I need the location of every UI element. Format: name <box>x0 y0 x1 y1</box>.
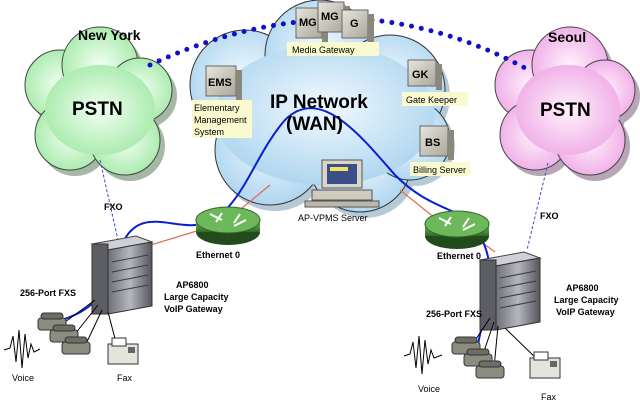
voice-wave-left <box>3 329 41 369</box>
gw-left-line2: Large Capacity <box>164 292 229 302</box>
fxo-link-right <box>526 162 549 251</box>
gk-label-bg <box>402 92 468 106</box>
gw-left-line3: VoIP Gateway <box>164 304 223 314</box>
dotted-link-right <box>369 17 528 71</box>
dotted-link-left <box>147 19 301 68</box>
pstn-right-label: PSTN <box>540 100 591 121</box>
voice-left-label: Voice <box>12 373 34 383</box>
pstn-cloud-left <box>24 26 177 181</box>
gateway-rack-right <box>478 251 542 331</box>
pstn-left-label: PSTN <box>72 99 123 120</box>
gw-right-line3: VoIP Gateway <box>556 307 615 317</box>
phones-left <box>37 312 91 355</box>
ems-label-bg <box>192 100 252 138</box>
gk-label: Gate Keeper <box>406 95 457 105</box>
fxs-right-label: 256-Port FXS <box>426 309 482 319</box>
ems-label-3: System <box>194 127 224 137</box>
vpms-label: AP-VPMS Server <box>298 213 368 223</box>
city-left: New York <box>78 27 141 43</box>
fxo-link-left <box>99 159 119 241</box>
fax-icon-right <box>529 351 561 379</box>
eth-right-label: Ethernet 0 <box>437 251 481 261</box>
endpoint-wires-left <box>64 299 119 351</box>
vpms-server-icon <box>304 159 380 208</box>
gateway-rack-left <box>90 235 154 315</box>
fax-left-label: Fax <box>117 373 133 383</box>
ems-label-1: Elementary <box>194 103 240 113</box>
bs-icon-text: BS <box>425 137 440 149</box>
city-right: Seoul <box>548 29 586 45</box>
router-left <box>195 206 261 245</box>
fxo-left-label: FXO <box>104 202 123 212</box>
gw-right-line2: Large Capacity <box>554 295 619 305</box>
mg-icon-text-1: MG <box>299 17 317 29</box>
bs-label-bg <box>410 162 470 176</box>
ems-icon-text: EMS <box>208 77 232 89</box>
bs-icon <box>419 125 454 160</box>
gk-icon <box>407 59 442 90</box>
voice-wave-right <box>403 335 443 375</box>
mg-label: Media Gateway <box>292 45 355 55</box>
pstn-cloud-right <box>494 26 640 181</box>
mg-label-bg <box>287 42 379 56</box>
mg-icon-text-3: G <box>350 18 359 30</box>
fxo-right-label: FXO <box>540 211 559 221</box>
gw-left-name: AP6800 <box>176 280 209 290</box>
gw-right-name: AP6800 <box>566 283 599 293</box>
voice-right-label: Voice <box>418 384 440 394</box>
mg-icon-text-2: MG <box>321 11 339 23</box>
bs-label: Billing Server <box>413 165 466 175</box>
media-gateway-icons <box>295 1 374 42</box>
phones-right <box>451 336 505 379</box>
router-right <box>424 210 490 249</box>
fxs-left-label: 256-Port FXS <box>20 288 76 298</box>
gk-icon-text: GK <box>412 69 429 81</box>
eth-left-label: Ethernet 0 <box>196 250 240 260</box>
ems-label-2: Management <box>194 115 247 125</box>
ems-icon <box>205 65 242 100</box>
fax-right-label: Fax <box>541 392 557 402</box>
network-title: IP Network <box>270 92 368 113</box>
network-subtitle: (WAN) <box>286 114 343 135</box>
fax-icon-left <box>107 337 139 365</box>
